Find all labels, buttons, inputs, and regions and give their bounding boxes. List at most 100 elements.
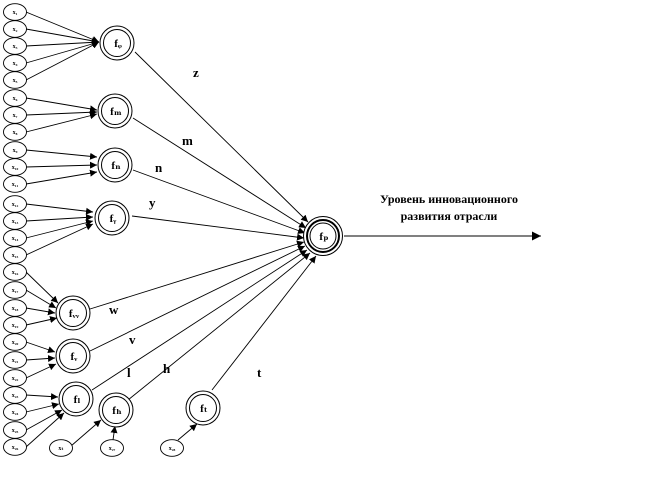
function-node-fv [55, 338, 91, 374]
function-node-fz [99, 25, 135, 61]
edge-x11-fn [25, 169, 98, 185]
input-label-xt: xₜ [58, 446, 63, 452]
input-node-x8 [3, 123, 27, 141]
edge-fm-fp [132, 117, 307, 229]
input-label-x7: x₇ [13, 113, 18, 119]
edge-x7-fm [25, 108, 98, 116]
edge-label-z: z [193, 65, 199, 80]
input-label-x2: x₂ [13, 27, 18, 33]
edge-fl-fp [91, 249, 308, 391]
edge-label-w: w [109, 302, 119, 317]
input-label-x14: x₁₄ [12, 236, 19, 242]
input-label-x17: x₁₇ [12, 288, 19, 294]
central-node-fp [303, 216, 343, 256]
edge-fh-fp [127, 252, 311, 401]
input-label-x15: x₁₅ [12, 253, 19, 259]
input-label-x22: x₂₂ [12, 376, 19, 382]
input-label-x13: x₁₃ [12, 219, 19, 225]
input-node-xt [49, 439, 73, 457]
edge-x24-fl [25, 402, 60, 413]
edge-x21-fv [25, 354, 56, 362]
edge-labels: z m n y w v l h t [109, 65, 262, 380]
edge-x6-fm [25, 97, 98, 113]
edge-x20-fv [25, 341, 56, 354]
input-label-x27: x₂₇ [109, 446, 116, 452]
function-label-fv: fᵥ [71, 351, 79, 363]
input-label-x11: x₁₁ [12, 182, 19, 188]
input-label-x8: x₈ [13, 130, 18, 136]
edge-x25-fl [25, 409, 63, 431]
input-node-x5 [3, 71, 27, 89]
function-node-fh [98, 392, 134, 428]
function-label-ft: fₜ [200, 403, 208, 415]
input-labels: x₁ x₂ x₃ x₄ x₅ x₆ x₇ x₈ x₉ x₁₀ x₁₁ x₁₂ x… [12, 10, 176, 452]
input-label-x25: x₂₅ [12, 428, 19, 434]
edge-fw-fp [89, 240, 305, 310]
edge-label-l: l [127, 365, 131, 380]
function-label-fh: fₕ [112, 405, 122, 417]
edge-fn-fp [132, 169, 306, 234]
function-label-fz: fᵩ [114, 38, 122, 50]
function-node-fm [97, 93, 133, 129]
edge-x9-fn [25, 149, 98, 160]
edge-x4-fz [25, 40, 100, 64]
input-label-x6: x₆ [13, 96, 18, 102]
edge-x15-fy [25, 223, 94, 256]
edge-x10-fn [25, 161, 98, 169]
edge-x3-fz [25, 38, 100, 47]
input-edges [25, 11, 198, 448]
input-label-x4: x₄ [13, 61, 18, 67]
input-label-x19: x₁₉ [12, 323, 19, 329]
edge-x8-fm [25, 112, 98, 133]
edge-x28-ft [177, 423, 198, 441]
input-label-x5: x₅ [13, 78, 18, 84]
input-label-x10: x₁₀ [12, 165, 19, 171]
function-label-fy: fᵧ [110, 213, 117, 225]
function-label-fn: fₙ [111, 160, 121, 172]
edge-label-y: y [149, 195, 156, 210]
function-label-fm: fₘ [110, 106, 122, 118]
layer-edges [89, 51, 317, 401]
input-nodes [3, 3, 184, 457]
edge-fy-fp [131, 215, 305, 241]
input-node-x16 [3, 263, 27, 281]
edge-x19-fw [25, 316, 58, 326]
edge-x18-fw [25, 307, 56, 316]
input-label-x23: x₂₃ [12, 393, 19, 399]
input-label-x21: x₂₁ [12, 358, 19, 364]
edge-x1-fz [25, 11, 100, 43]
edge-x14-fy [25, 219, 94, 239]
function-label-fw: fᵥᵥ [69, 308, 80, 320]
function-nodes [55, 25, 221, 428]
edge-fv-fp [89, 245, 306, 352]
input-node-x24 [3, 403, 27, 421]
input-label-x26: x₂₆ [12, 445, 19, 451]
function-label-fl: fₗ [74, 394, 81, 406]
input-label-x3: x₃ [13, 44, 18, 50]
input-label-x1: x₁ [13, 10, 18, 16]
edge-x23-fl [25, 393, 59, 401]
function-node-fy [94, 200, 130, 236]
input-node-x21 [3, 351, 27, 369]
input-label-x9: x₉ [13, 148, 18, 154]
edge-fz-fp [134, 51, 309, 223]
input-node-x28 [160, 439, 184, 457]
input-label-x16: x₁₆ [12, 270, 19, 276]
edge-x27-fh [110, 425, 118, 441]
central-node-label: fₚ [319, 231, 328, 243]
input-label-x24: x₂₄ [12, 410, 19, 416]
output-label-line2: развития отрасли [401, 209, 498, 223]
edge-ft-fp [211, 255, 317, 391]
function-node-ft [185, 390, 221, 426]
function-labels: fᵩ fₘ fₙ fᵧ fᵥᵥ fᵥ fₗ fₕ fₜ [69, 38, 208, 417]
edge-label-v: v [129, 332, 136, 347]
input-node-x17 [3, 281, 27, 299]
input-node-x20 [3, 333, 27, 351]
input-label-x18: x₁₈ [12, 306, 19, 312]
function-node-fw [55, 295, 91, 331]
edge-x2-fz [25, 28, 100, 45]
edge-x17-fw [25, 289, 57, 309]
edge-x16-fw [25, 271, 59, 304]
edge-x5-fz [25, 41, 100, 81]
